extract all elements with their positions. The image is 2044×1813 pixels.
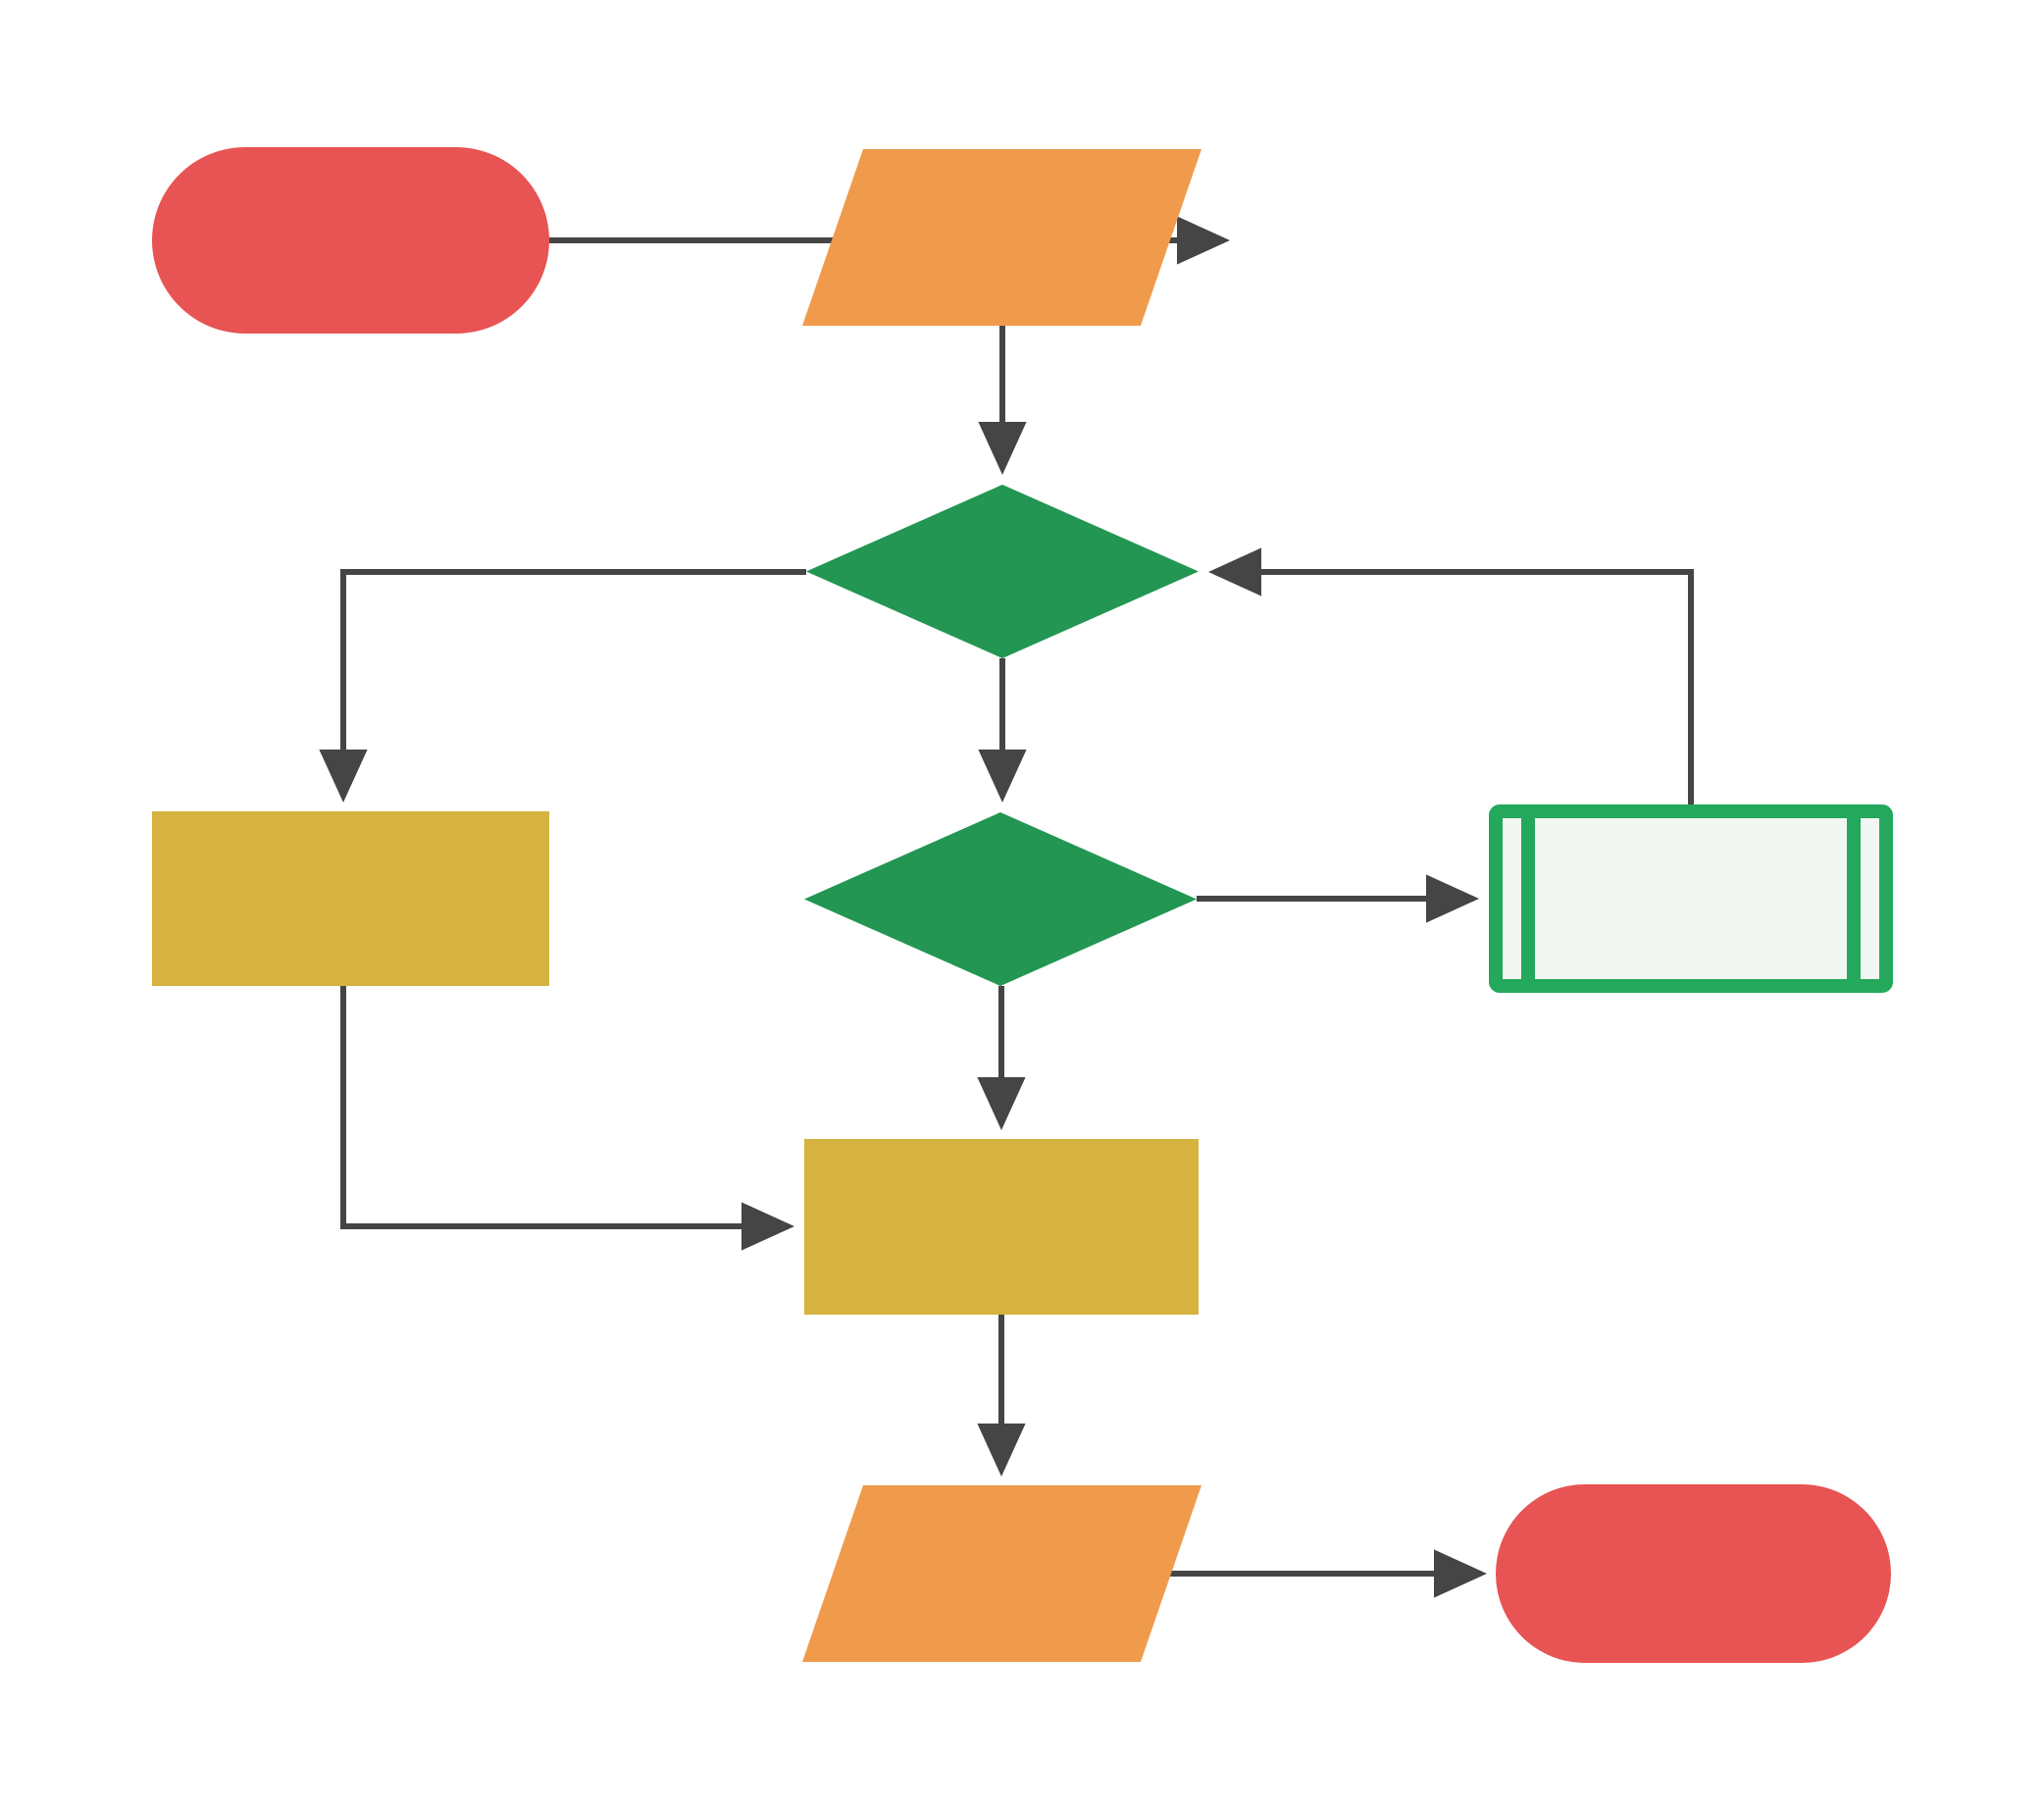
process-rect-shape[interactable] bbox=[152, 811, 549, 986]
flow-edge bbox=[340, 986, 794, 1251]
terminator-shape[interactable] bbox=[1496, 1484, 1891, 1663]
decision-diamond-shape[interactable] bbox=[804, 812, 1197, 986]
flow-node-end[interactable] bbox=[1496, 1484, 1891, 1663]
nodes-layer bbox=[152, 147, 1893, 1663]
flow-edge bbox=[1208, 547, 1694, 804]
flow-node-start[interactable] bbox=[152, 147, 549, 334]
flow-edge bbox=[319, 569, 806, 803]
io-parallelogram-shape[interactable] bbox=[802, 1485, 1201, 1662]
process-rect-shape[interactable] bbox=[804, 1139, 1199, 1315]
flow-node-decision1[interactable] bbox=[806, 485, 1199, 658]
subroutine-body[interactable] bbox=[1489, 804, 1893, 993]
flow-node-process_left[interactable] bbox=[152, 811, 549, 986]
flow-node-subroutine[interactable] bbox=[1489, 804, 1893, 993]
io-parallelogram-shape[interactable] bbox=[802, 149, 1201, 326]
flow-node-output[interactable] bbox=[802, 1485, 1201, 1662]
flow-node-input[interactable] bbox=[802, 149, 1201, 326]
flow-node-process_mid[interactable] bbox=[804, 1139, 1199, 1315]
decision-diamond-shape[interactable] bbox=[806, 485, 1199, 658]
terminator-shape[interactable] bbox=[152, 147, 549, 334]
flow-node-decision2[interactable] bbox=[804, 812, 1197, 986]
